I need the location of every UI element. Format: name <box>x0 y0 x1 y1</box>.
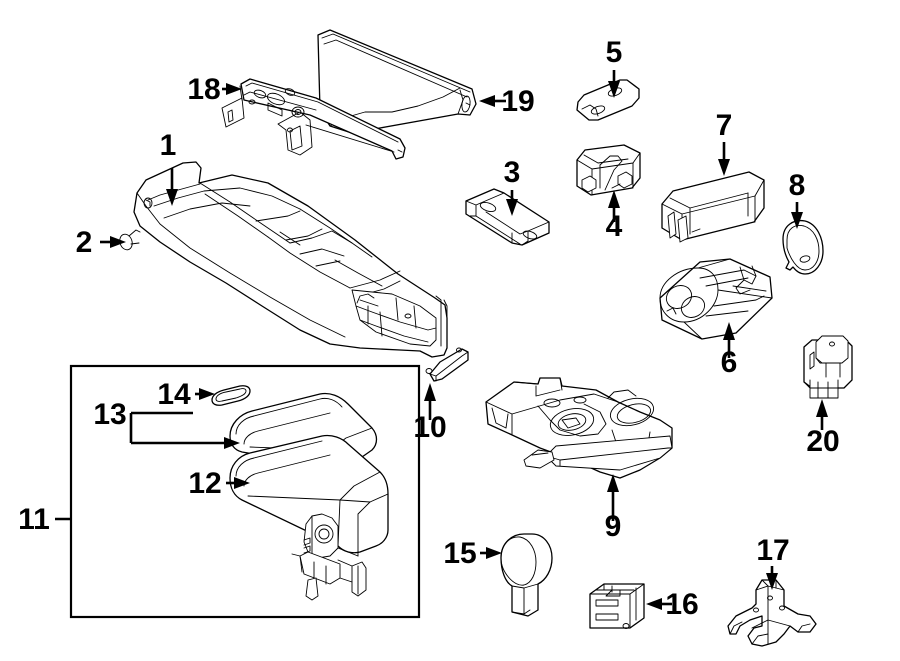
leader-6 <box>723 322 735 358</box>
leader-3 <box>506 190 518 216</box>
callout-label-8: 8 <box>789 169 806 202</box>
callout-label-7: 7 <box>716 109 733 142</box>
callout-label-16: 16 <box>665 588 698 621</box>
callout-label-9: 9 <box>605 510 622 543</box>
leader-5 <box>608 70 620 98</box>
leader-19 <box>479 95 506 107</box>
part-16-console-connector-box[interactable] <box>589 583 645 629</box>
callout-label-4: 4 <box>606 210 623 243</box>
callout-label-20: 20 <box>806 425 839 458</box>
callout-label-3: 3 <box>504 156 521 189</box>
part-12-armrest-base[interactable] <box>229 434 389 601</box>
callout-label-15: 15 <box>443 537 476 570</box>
leader-7 <box>718 142 730 176</box>
part-10-console-trim-strip[interactable] <box>425 347 469 382</box>
part-3-console-rail-bracket[interactable] <box>465 188 550 246</box>
part-14-armrest-latch-button[interactable] <box>211 385 251 406</box>
leader-2 <box>100 236 126 248</box>
part-17-console-mounting-bracket[interactable] <box>727 579 817 647</box>
part-7-large-storage-tray[interactable] <box>661 171 765 243</box>
leader-18 <box>222 83 242 95</box>
part-5-tray-lid-cover[interactable] <box>576 79 640 121</box>
leader-12 <box>226 477 250 489</box>
callout-label-17: 17 <box>756 534 789 567</box>
part-1-center-console-body[interactable] <box>133 161 448 358</box>
part-8-oval-end-cap[interactable] <box>782 219 824 275</box>
callout-label-2: 2 <box>76 226 93 259</box>
callout-label-6: 6 <box>721 346 738 379</box>
callout-label-1: 1 <box>160 129 177 162</box>
leader-16 <box>646 598 672 610</box>
part-4-small-storage-tray[interactable] <box>576 144 641 196</box>
callout-label-18: 18 <box>187 73 220 106</box>
leader-8 <box>791 202 803 229</box>
armrest-group-box <box>69 364 421 619</box>
callout-label-11: 11 <box>18 503 50 536</box>
part-9-cup-holder-assembly[interactable] <box>485 377 673 479</box>
leader-1 <box>166 168 178 206</box>
part-18-seat-slide-rail[interactable] <box>221 78 406 160</box>
callout-label-10: 10 <box>413 411 446 444</box>
part-15-shift-knob-cover[interactable] <box>500 533 553 617</box>
leader-9 <box>607 474 619 521</box>
part-20-console-switch[interactable] <box>803 335 853 399</box>
leader-15 <box>480 547 502 559</box>
leader-20 <box>816 399 828 430</box>
callout-label-14: 14 <box>157 378 191 411</box>
part-6-cup-holder-barrel[interactable] <box>659 258 773 340</box>
leader-10 <box>424 383 436 420</box>
leader-14 <box>195 388 215 400</box>
callout-label-13: 13 <box>93 398 126 431</box>
callout-label-19: 19 <box>501 85 534 118</box>
callout-label-12: 12 <box>188 467 221 500</box>
leader-17 <box>766 566 778 590</box>
callout-label-5: 5 <box>606 36 623 69</box>
leader-13 <box>129 411 240 449</box>
leader-4 <box>608 190 620 222</box>
